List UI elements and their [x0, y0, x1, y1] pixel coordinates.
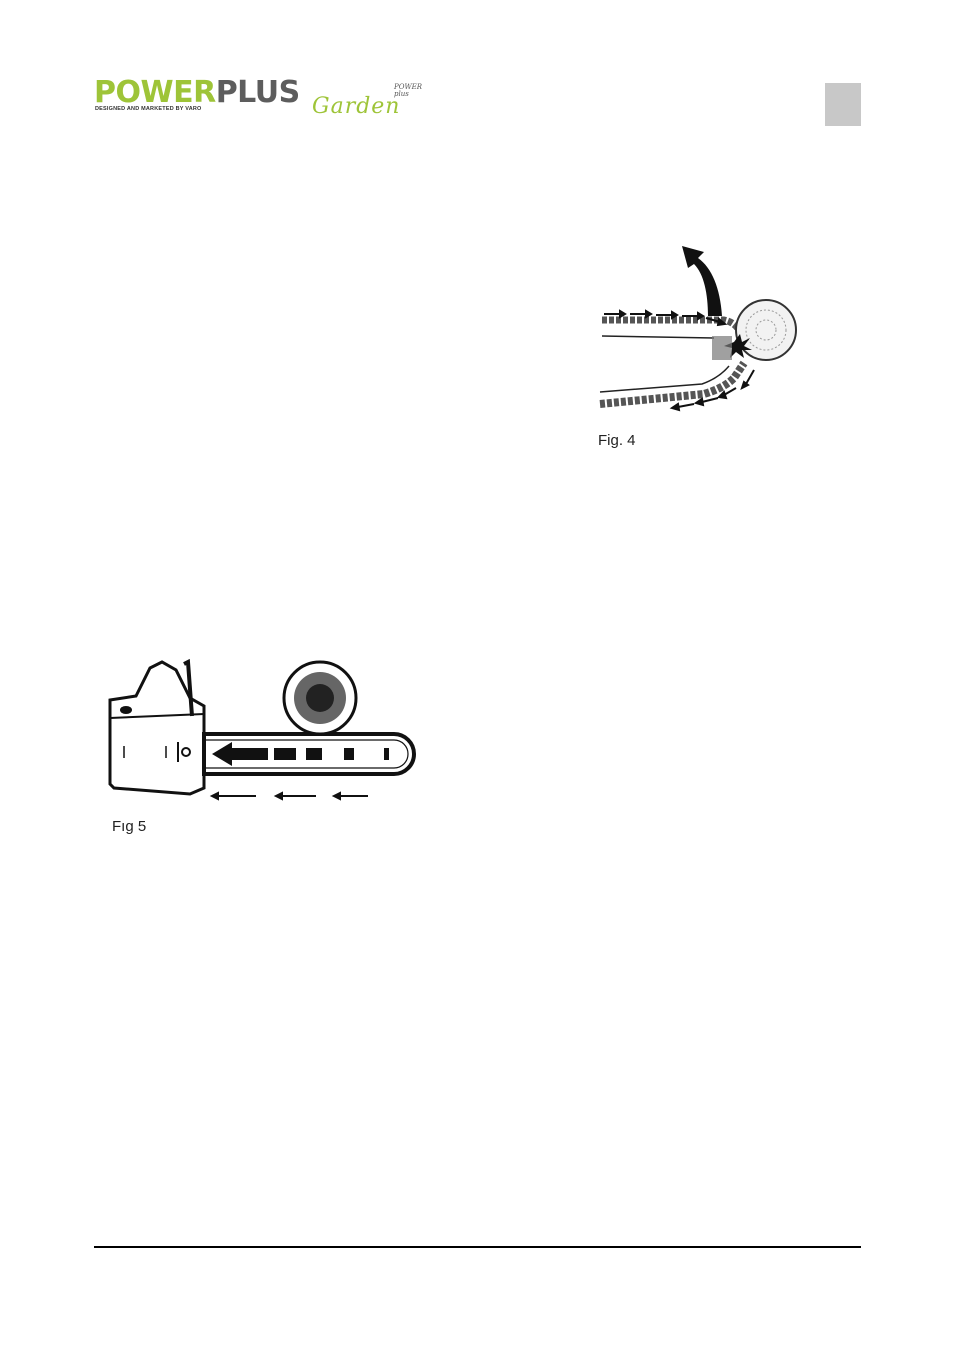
chain-direction-arrows — [209, 791, 368, 801]
chain-bar-top — [602, 316, 742, 332]
chain-direction-arrows-bottom — [669, 369, 755, 412]
figure-4-kickback-illustration — [599, 246, 797, 412]
chain-bar-bottom — [599, 360, 748, 408]
saw-body — [108, 660, 206, 796]
logo-mini-power: POWER — [394, 83, 423, 91]
footer-divider — [94, 1246, 861, 1248]
figure-4-caption: Fig. 4 — [598, 432, 636, 449]
figure-5-chainsaw-illustration — [108, 658, 416, 801]
kickback-arrow-icon — [682, 246, 722, 316]
brand-logo: POWERPLUS POWER plus DESIGNED AND MARKET… — [94, 76, 434, 126]
chain-direction-arrows-top — [604, 309, 728, 327]
logo-mini-plus: plus — [394, 90, 409, 98]
logo-plus-text: PLUS — [215, 75, 301, 110]
page-corner-tab — [825, 83, 861, 126]
logo-wordmark: POWERPLUS — [94, 76, 300, 110]
impact-burst-icon — [724, 334, 752, 358]
logo-tagline: DESIGNED AND MARKETED BY VARO — [95, 106, 202, 112]
logo-garden-text: Garden — [312, 94, 401, 119]
logo-power-text: POWER — [94, 75, 216, 110]
pull-direction-arrow-icon — [212, 742, 389, 766]
figure-5-caption: Fıg 5 — [112, 818, 147, 835]
log-cross-section — [735, 299, 797, 361]
logo-mini-mark: POWER plus — [394, 84, 422, 98]
